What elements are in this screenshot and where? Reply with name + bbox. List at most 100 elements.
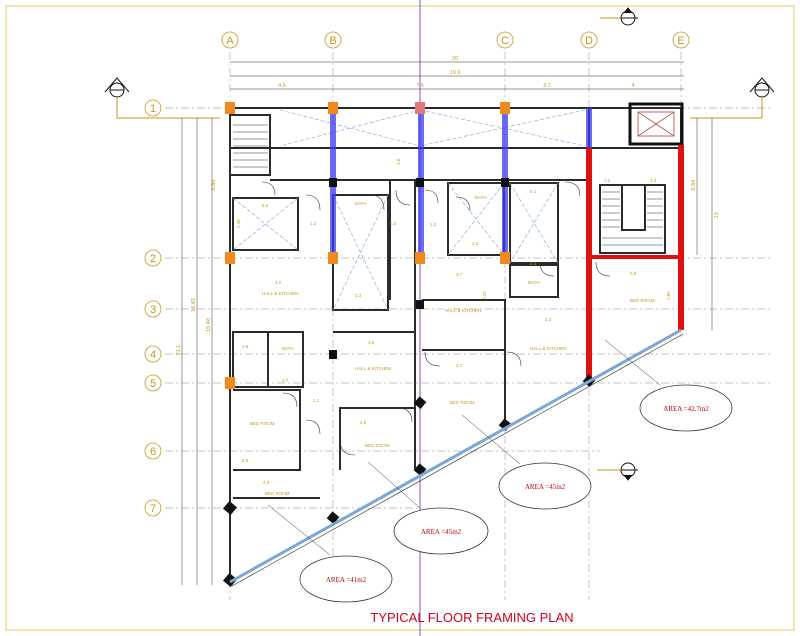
- room-dim: 5.2: [262, 203, 269, 208]
- dim-left-1: 19.42: [191, 298, 197, 312]
- room-dim: 1.3: [650, 178, 657, 183]
- room-label-bedroom: BED ROOM: [450, 400, 475, 405]
- dim-span-de: 4: [631, 83, 634, 89]
- column: [415, 102, 425, 114]
- grid-label-1: 1: [150, 103, 156, 115]
- room-dim: 2.85: [666, 291, 671, 300]
- room-dim: 3.7: [456, 272, 463, 277]
- grid-bubble-d: [580, 31, 598, 49]
- dim-overall-2: 19.9: [450, 70, 461, 76]
- grid-label-6: 6: [150, 446, 156, 458]
- dim-right-2: 15: [714, 212, 720, 218]
- column: [415, 252, 425, 264]
- room-dim: 2.4: [472, 241, 479, 246]
- room-dim: 1.2: [430, 222, 437, 227]
- area-bubble-2: AREA =45m2: [498, 462, 592, 510]
- room-label-bath: BATH: [282, 346, 294, 351]
- column-bubbles: A B C D E: [221, 31, 690, 49]
- section-marker-left: [104, 77, 220, 119]
- room-label-hall-kitchen: HALL & KITCHEN: [355, 366, 391, 371]
- dim-left-2: 15.48: [206, 318, 212, 332]
- section-markers: [104, 7, 775, 481]
- room-label-bath: BATH: [528, 280, 540, 285]
- area-label: AREA =45m2: [525, 483, 566, 491]
- dim-top-left: 6.64: [211, 180, 217, 191]
- walls: [229, 107, 682, 580]
- elevator-car: [637, 111, 675, 137]
- grid-bubble-7: [144, 499, 162, 517]
- section-marker-bottom: [597, 462, 638, 481]
- doors: [261, 181, 611, 456]
- grid-label-5: 5: [150, 378, 156, 390]
- column: [225, 102, 235, 114]
- grid-label-7: 7: [150, 503, 156, 515]
- column: [328, 102, 338, 114]
- room-label-bedroom: BED ROOM: [250, 421, 275, 426]
- dim-left-total: 21.1: [176, 345, 182, 356]
- columns: [225, 102, 510, 389]
- room-dim: 3.8: [396, 158, 401, 165]
- room-dim: 5.1: [530, 189, 537, 194]
- area-label: AREA =42.7m2: [663, 405, 709, 413]
- area-bubble-3: AREA =45m2: [393, 507, 489, 555]
- room-dim: 4.15: [482, 291, 487, 300]
- room-dim: 1.3: [604, 178, 611, 183]
- row-bubbles: 1 2 3 4 5 6 7: [144, 99, 162, 517]
- dim-span-ab: 4.6: [278, 83, 286, 89]
- grid-label-4: 4: [150, 349, 156, 361]
- area-label: AREA =41m2: [326, 576, 367, 584]
- grid-bubble-a: [221, 31, 239, 49]
- grid-label-2: 2: [150, 253, 156, 265]
- grid-bubble-b: [324, 31, 342, 49]
- area-leaders: [267, 339, 661, 556]
- room-label-bedroom: BED ROOM: [630, 298, 655, 303]
- dim-right-1: 6.64: [691, 180, 697, 191]
- grid-label-e: E: [677, 35, 684, 47]
- grid-bubble-2: [144, 249, 162, 267]
- room-label-hall-kitchen: HALL & KITCHEN: [262, 291, 298, 296]
- diagonal-facade: [229, 328, 682, 584]
- grid-label-3: 3: [150, 304, 156, 316]
- dim-overall-1: 20: [452, 56, 458, 62]
- column: [500, 102, 510, 114]
- dimension-lines: [181, 61, 713, 585]
- room-dim: 4.2: [275, 280, 282, 285]
- dim-span-bc: 7.6: [416, 83, 424, 89]
- section-marker-right: [690, 77, 775, 119]
- dim-span-cd: 3.7: [543, 83, 551, 89]
- grid-label-a: A: [226, 35, 234, 47]
- room-label-bath: BATH: [355, 201, 367, 206]
- section-marker-top: [600, 7, 638, 26]
- grid-bubble-6: [144, 442, 162, 460]
- grid-bubble-3: [144, 300, 162, 318]
- room-dim: 3.3: [545, 317, 552, 322]
- room-dim: 1.1: [313, 398, 320, 403]
- room-dim: 3.7: [456, 363, 463, 368]
- column: [500, 252, 510, 264]
- grid-bubble-c: [496, 31, 514, 49]
- room-label-hall-kitchen: HALL & KITCHEN: [530, 346, 566, 351]
- elevator-shaft: [628, 102, 684, 146]
- beams-red: [586, 145, 684, 383]
- drawing-title: TYPICAL FLOOR FRAMING PLAN: [370, 610, 573, 625]
- room-dim: 1.8: [242, 344, 249, 349]
- room-dim: 3.8: [630, 271, 637, 276]
- room-label-bedroom: BED ROOM: [265, 491, 290, 496]
- room-label-hall-kitchen: HALL & KITCHEN: [445, 308, 481, 313]
- columns-black: [222, 178, 596, 588]
- room-label-bedroom: BED ROOM: [365, 443, 390, 448]
- room-dim: 2.9: [242, 458, 249, 463]
- column: [225, 377, 235, 389]
- grid-label-c: C: [501, 35, 509, 47]
- room-dim: 3.8: [368, 340, 375, 345]
- area-label: AREA =45m2: [421, 528, 462, 536]
- room-dim: 2.3: [355, 293, 362, 298]
- grid-label-d: D: [585, 35, 593, 47]
- column: [328, 252, 338, 264]
- grid-bubble-1: [144, 99, 162, 117]
- grid-bubble-4: [144, 345, 162, 363]
- area-bubble-1: AREA =42.7m2: [639, 384, 733, 432]
- room-dim: 5.3: [390, 221, 397, 226]
- room-dim: 2.1: [530, 261, 537, 266]
- room-dim: 4.5: [263, 480, 270, 485]
